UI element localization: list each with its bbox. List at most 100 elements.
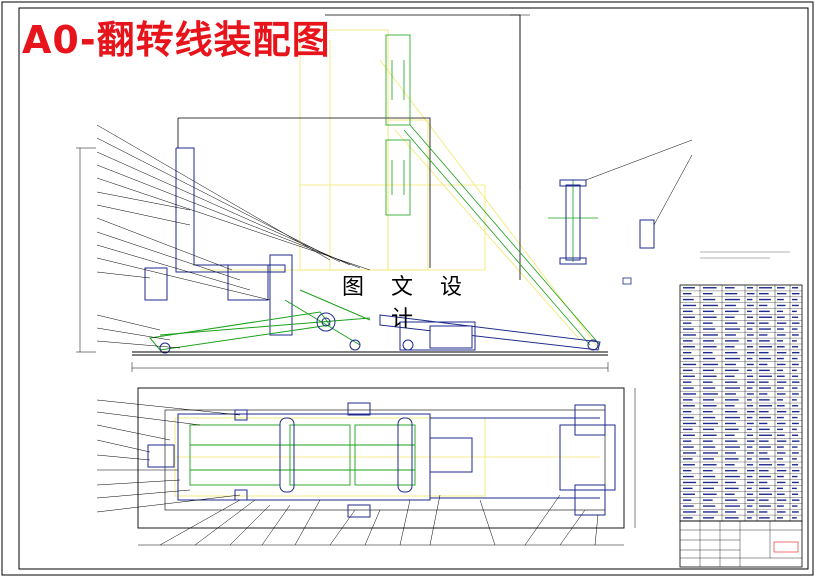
parts-list-cell-ink [725, 322, 738, 324]
parts-list-cell-ink [683, 499, 692, 501]
parts-list-cell-ink [703, 369, 714, 372]
parts-list-cell-ink [792, 304, 799, 307]
parts-list-cell-ink [703, 440, 713, 442]
parts-list-cell-ink [759, 357, 771, 360]
parts-list-cell-ink [747, 375, 754, 377]
parts-list-cell-ink [792, 446, 798, 448]
parts-list-cell-ink [683, 493, 695, 495]
parts-list-cell-ink [683, 410, 692, 413]
parts-list-cell-ink [725, 410, 738, 413]
parts-list-cell-ink [683, 316, 695, 318]
parts-list-cell-ink [777, 469, 787, 472]
parts-list-cell-ink [703, 322, 713, 324]
parts-list-cell-ink [725, 452, 736, 454]
parts-list-cell-ink [777, 328, 784, 330]
parts-list-cell-ink [759, 304, 768, 307]
parts-list-cell-ink [747, 287, 754, 289]
parts-list-cell-ink [703, 375, 717, 377]
parts-list-cell-ink [703, 287, 717, 289]
parts-list-cell-ink [703, 393, 718, 395]
parts-list-cell-ink [759, 446, 771, 448]
parts-list-cell-ink [792, 334, 799, 336]
parts-list-cell-ink [747, 511, 754, 513]
parts-list-cell-ink [759, 322, 769, 324]
parts-list-cell-ink [792, 363, 799, 366]
parts-list-cell-ink [792, 434, 799, 436]
parts-list-cell-ink [683, 334, 697, 336]
parts-list-cell-ink [759, 375, 773, 377]
parts-list-cell-ink [792, 381, 800, 383]
parts-list-cell-ink [747, 310, 752, 313]
parts-list-cell-ink [777, 505, 784, 507]
parts-list-cell-ink [747, 475, 753, 478]
parts-list-cell-ink [747, 517, 752, 519]
parts-list-cell-ink [792, 316, 799, 318]
parts-list-cell-ink [683, 340, 693, 342]
parts-list-cell-ink [703, 416, 716, 419]
parts-list-cell-ink [703, 363, 718, 366]
parts-list-cell-ink [725, 505, 740, 507]
parts-list-cell-ink [703, 481, 718, 484]
parts-list-cell-ink [777, 381, 787, 383]
parts-list-cell-ink [703, 434, 717, 436]
parts-list-cell-ink [759, 493, 773, 495]
parts-list-cell-ink [777, 517, 783, 519]
parts-list-cell-ink [747, 440, 755, 442]
parts-list-cell-ink [683, 363, 697, 366]
parts-list-cell-ink [777, 464, 785, 466]
parts-list-cell-ink [759, 464, 773, 466]
parts-list-cell-ink [703, 469, 713, 472]
parts-list-cell-ink [725, 387, 740, 389]
parts-list-cell-ink [683, 505, 694, 507]
parts-list-cell-ink [725, 487, 739, 490]
parts-list-cell-ink [725, 405, 735, 407]
parts-list-cell-ink [759, 422, 768, 425]
parts-list-cell-ink [792, 292, 800, 295]
parts-list-cell-ink [703, 487, 714, 490]
parts-list-cell-ink [792, 469, 800, 472]
parts-list-cell-ink [777, 322, 787, 324]
parts-list-cell-ink [747, 292, 755, 295]
parts-list-cell-ink [747, 393, 754, 395]
parts-list-cell-ink [703, 357, 716, 360]
parts-list-cell-ink [777, 292, 787, 295]
parts-list-cell-ink [703, 493, 717, 495]
parts-list-cell-ink [703, 334, 718, 336]
parts-list-cell-ink [777, 298, 784, 301]
parts-list-cell-ink [747, 464, 754, 466]
watermark-label: 图 文 设 计 [333, 272, 481, 332]
parts-list-cell-ink [703, 410, 713, 413]
parts-list-cell-ink [792, 387, 798, 389]
parts-list-cell-ink [747, 298, 753, 301]
parts-list-cell-ink [725, 458, 739, 460]
parts-list-cell-ink [777, 375, 785, 377]
parts-list-cell-ink [703, 475, 716, 478]
parts-list-cell-ink [747, 405, 754, 407]
parts-list-cell-ink [759, 381, 769, 383]
parts-list-cell-ink [759, 292, 769, 295]
parts-list-cell-ink [683, 298, 694, 301]
parts-list-cell-ink [703, 428, 714, 431]
parts-list-cell-ink [747, 469, 755, 472]
parts-list-cell-ink [703, 316, 717, 318]
parts-list-cell-ink [747, 304, 754, 307]
parts-list-cell-ink [792, 310, 797, 313]
parts-list-cell-ink [759, 334, 768, 336]
parts-list-cell-ink [683, 481, 697, 484]
parts-list-cell-ink [725, 446, 740, 448]
parts-list-cell-ink [747, 328, 753, 330]
parts-list [679, 284, 803, 522]
parts-list-cell-ink [683, 310, 693, 313]
parts-list-cell-ink [792, 351, 800, 354]
parts-list-cell-ink [747, 487, 752, 490]
parts-list-cell-ink [703, 387, 716, 389]
parts-list-cell-ink [725, 292, 738, 295]
parts-list-cell-ink [777, 287, 785, 289]
parts-list-cell-ink [747, 357, 753, 360]
parts-list-cell-ink [703, 422, 718, 425]
parts-list-cell-ink [777, 428, 783, 431]
parts-list-cell-ink [777, 346, 785, 348]
parts-list-cell-ink [759, 475, 771, 478]
parts-list-cell-ink [683, 452, 697, 454]
